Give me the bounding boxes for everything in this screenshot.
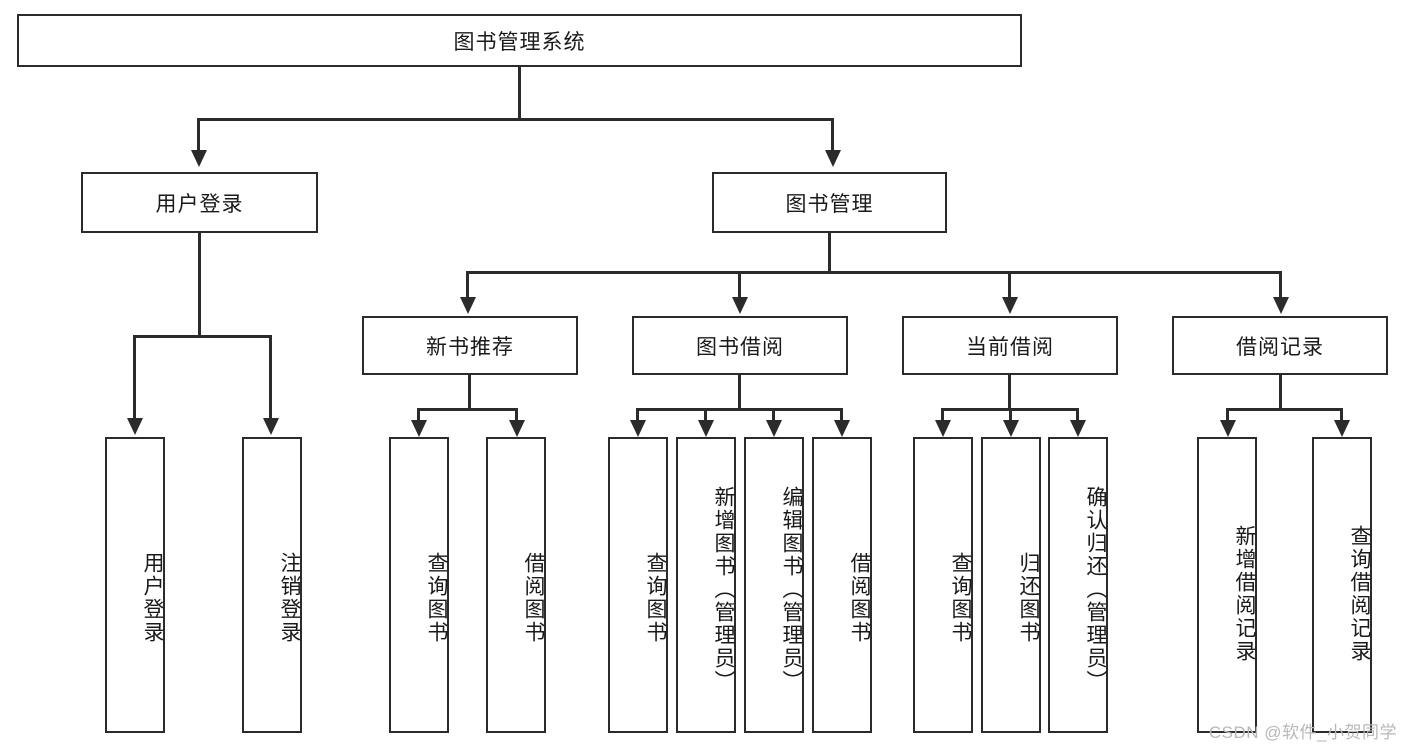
- leaf-current-borrow-3[interactable]: 确认归还（管理员）: [1048, 437, 1108, 733]
- node-label: 查询图书: [644, 552, 667, 644]
- node-label: 借阅图书: [522, 552, 545, 644]
- edge-borrow-record-stem: [1279, 375, 1282, 408]
- leaf-borrow-record-2[interactable]: 查询借阅记录: [1312, 437, 1372, 733]
- edge-br-to-leaf-2: [1340, 408, 1343, 420]
- leaf-current-borrow-2[interactable]: 归还图书: [981, 437, 1041, 733]
- edge-root-to-user-login: [197, 118, 200, 150]
- leaf-borrow-record-1[interactable]: 新增借阅记录: [1197, 437, 1257, 733]
- edge-bm-to-current-borrow: [1008, 271, 1011, 297]
- node-label: 确认归还（管理员）: [1084, 485, 1107, 693]
- node-root-book-management-system[interactable]: 图书管理系统: [17, 14, 1022, 67]
- node-label: 注销登录: [278, 552, 301, 644]
- node-borrow-record[interactable]: 借阅记录: [1172, 316, 1388, 375]
- leaf-book-borrow-1[interactable]: 查询图书: [608, 437, 668, 733]
- edge-user-login-stem: [198, 233, 201, 335]
- arrow-bm-to-new-book: [460, 297, 476, 314]
- arrow-new-book-to-leaf-1: [411, 420, 427, 437]
- leaf-book-borrow-4[interactable]: 借阅图书: [812, 437, 872, 733]
- edge-book-borrow-bar: [636, 408, 842, 411]
- arrow-bm-to-book-borrow: [732, 297, 748, 314]
- edge-bm-to-book-borrow: [738, 271, 741, 297]
- arrow-cb-to-leaf-2: [1003, 420, 1019, 437]
- arrow-user-login-to-leaf-2: [263, 418, 279, 435]
- arrow-root-to-user-login: [191, 150, 207, 167]
- node-user-login[interactable]: 用户登录: [81, 172, 318, 233]
- arrow-br-to-leaf-2: [1334, 420, 1350, 437]
- arrow-user-login-to-leaf-1: [127, 418, 143, 435]
- edge-cb-to-leaf-3: [1076, 408, 1079, 420]
- edge-new-book-to-leaf-2: [515, 408, 518, 420]
- leaf-user-login-1[interactable]: 用户登录: [105, 437, 165, 733]
- leaf-new-book-1[interactable]: 查询图书: [389, 437, 449, 733]
- edge-new-book-stem: [468, 375, 471, 408]
- arrow-bb-to-leaf-3: [766, 420, 782, 437]
- node-label: 当前借阅: [966, 335, 1054, 359]
- node-book-borrow[interactable]: 图书借阅: [632, 316, 848, 375]
- node-label: 查询借阅记录: [1348, 525, 1371, 663]
- arrow-root-to-book-management: [825, 150, 841, 167]
- arrow-bb-to-leaf-1: [630, 420, 646, 437]
- node-label: 归还图书: [1017, 552, 1040, 644]
- node-label: 借阅记录: [1236, 335, 1324, 359]
- node-label: 查询图书: [949, 552, 972, 644]
- edge-bm-to-borrow-record: [1279, 271, 1282, 297]
- edge-user-login-to-leaf-2: [269, 335, 272, 418]
- arrow-bm-to-current-borrow: [1002, 297, 1018, 314]
- edge-current-borrow-stem: [1008, 375, 1011, 408]
- arrow-br-to-leaf-1: [1220, 420, 1236, 437]
- arrow-cb-to-leaf-1: [935, 420, 951, 437]
- node-label: 新增借阅记录: [1233, 525, 1256, 663]
- csdn-watermark: CSDN @软件_小贺同学: [1208, 723, 1397, 742]
- node-label: 新书推荐: [426, 335, 514, 359]
- edge-new-book-to-leaf-1: [417, 408, 420, 420]
- edge-br-to-leaf-1: [1226, 408, 1229, 420]
- leaf-current-borrow-1[interactable]: 查询图书: [913, 437, 973, 733]
- node-label: 图书管理: [785, 192, 874, 216]
- arrow-cb-to-leaf-3: [1070, 420, 1086, 437]
- edge-root-bar: [197, 118, 834, 121]
- node-label: 用户登录: [155, 192, 244, 216]
- node-label: 新增图书（管理员）: [712, 485, 735, 693]
- edge-bb-to-leaf-3: [772, 408, 775, 420]
- edge-bb-to-leaf-1: [636, 408, 639, 420]
- node-current-borrow[interactable]: 当前借阅: [902, 316, 1118, 375]
- node-label: 查询图书: [425, 552, 448, 644]
- node-label: 图书管理系统: [453, 30, 586, 54]
- edge-user-login-to-leaf-1: [133, 335, 136, 418]
- node-label: 图书借阅: [696, 335, 784, 359]
- edge-user-login-bar: [133, 335, 272, 338]
- arrow-bb-to-leaf-4: [834, 420, 850, 437]
- node-label: 借阅图书: [848, 552, 871, 644]
- edge-new-book-bar: [417, 408, 518, 411]
- edge-bm-to-new-book: [466, 271, 469, 297]
- node-label: 用户登录: [141, 552, 164, 644]
- edge-book-borrow-stem: [738, 375, 741, 408]
- arrow-bb-to-leaf-2: [698, 420, 714, 437]
- edge-root-to-book-management: [831, 118, 834, 150]
- leaf-book-borrow-2[interactable]: 新增图书（管理员）: [676, 437, 736, 733]
- edge-book-management-bar: [466, 271, 1282, 274]
- node-new-book-recommend[interactable]: 新书推荐: [362, 316, 578, 375]
- edge-bb-to-leaf-2: [704, 408, 707, 420]
- edge-cb-to-leaf-2: [1009, 408, 1012, 420]
- edge-borrow-record-bar: [1226, 408, 1343, 411]
- edge-bb-to-leaf-4: [840, 408, 843, 420]
- arrow-new-book-to-leaf-2: [509, 420, 525, 437]
- leaf-new-book-2[interactable]: 借阅图书: [486, 437, 546, 733]
- edge-root-stem: [518, 67, 521, 118]
- leaf-user-login-2[interactable]: 注销登录: [242, 437, 302, 733]
- node-label: 编辑图书（管理员）: [780, 485, 803, 693]
- node-book-management[interactable]: 图书管理: [712, 172, 947, 233]
- edge-cb-to-leaf-1: [941, 408, 944, 420]
- arrow-bm-to-borrow-record: [1273, 297, 1289, 314]
- leaf-book-borrow-3[interactable]: 编辑图书（管理员）: [744, 437, 804, 733]
- edge-book-management-stem: [828, 233, 831, 271]
